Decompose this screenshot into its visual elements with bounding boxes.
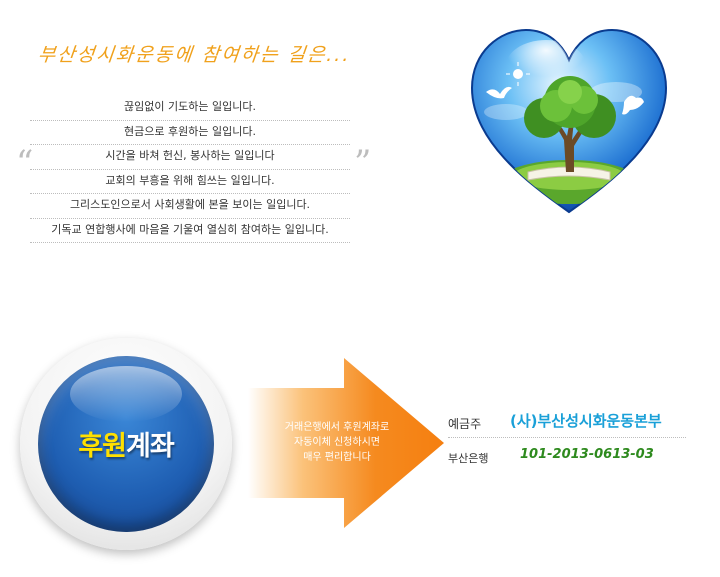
quote-open-mark: “: [16, 143, 34, 183]
account-number-row: 부산은행 101-2013-0613-03: [448, 438, 686, 472]
donation-account-badge: 후원계좌: [20, 338, 232, 550]
dove-icon: [622, 95, 644, 115]
heart-tree-illustration: [470, 28, 668, 214]
list-item: 교회의 부흥을 위해 힘쓰는 일입니다.: [30, 170, 350, 194]
bank-label: 부산은행: [448, 452, 489, 465]
quote-close-mark: ”: [354, 143, 372, 183]
headline: 부산성시화운동에 참여하는 길은...: [36, 44, 352, 66]
list-item: 끊임없이 기도하는 일입니다.: [30, 96, 350, 121]
auto-transfer-message: 거래은행에서 후원계좌로 자동이체 신청하시면 매우 편리합니다: [284, 422, 390, 463]
badge-inner: 후원계좌: [38, 356, 214, 532]
list-item: 시간을 바쳐 헌신, 봉사하는 일입니다: [30, 145, 350, 170]
account-number: 101-2013-0613-03: [520, 447, 654, 462]
list-item: 그리스도인으로서 사회생활에 본을 보이는 일입니다.: [30, 194, 350, 219]
badge-title-rest: 계좌: [126, 431, 175, 462]
list-item: 현금으로 후원하는 일입니다.: [30, 121, 350, 145]
account-info: 예금주 (사)부산성시화운동본부 부산은행 101-2013-0613-03: [448, 404, 686, 472]
list-item: 기독교 연합행사에 마음을 기울여 열심히 참여하는 일입니다.: [30, 219, 350, 243]
holder-label: 예금주: [448, 417, 482, 431]
holder-value: (사)부산성시화운동본부: [510, 412, 662, 430]
participation-list: 끊임없이 기도하는 일입니다. 현금으로 후원하는 일입니다. 시간을 바쳐 헌…: [30, 96, 350, 243]
arrow-right-icon: [248, 358, 444, 528]
dove-icon: [486, 86, 512, 99]
badge-title-highlight: 후원: [78, 431, 127, 462]
sun-icon: [513, 69, 523, 79]
account-holder-row: 예금주 (사)부산성시화운동본부: [448, 404, 686, 438]
badge-title: 후원계좌: [38, 424, 214, 463]
